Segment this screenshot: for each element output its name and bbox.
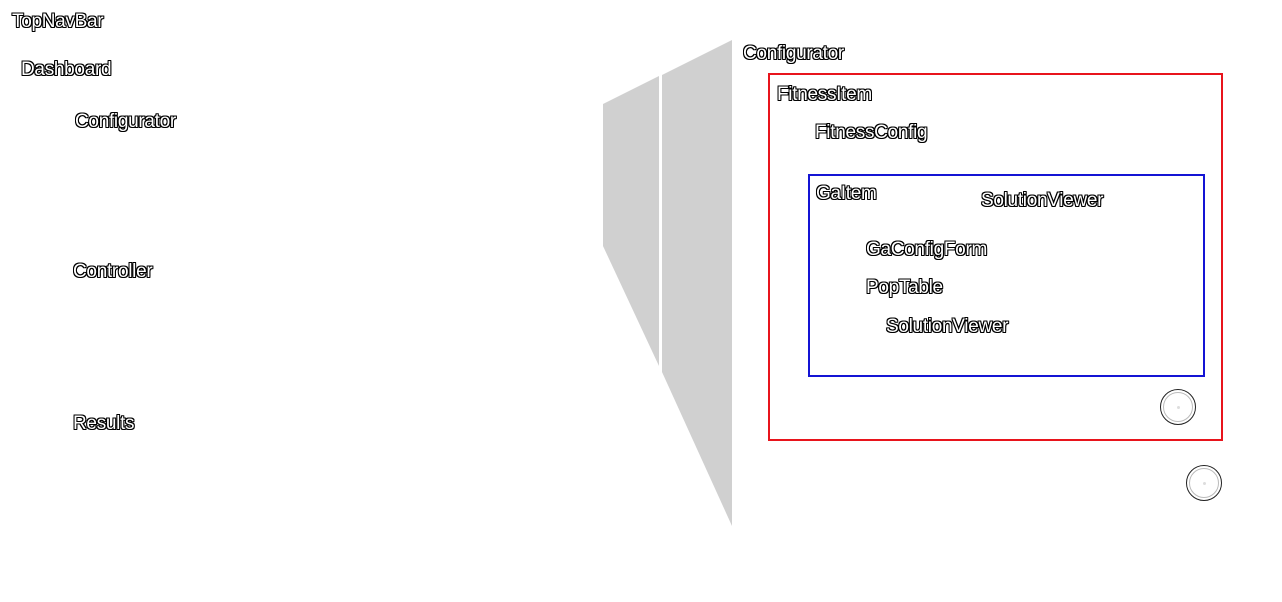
zoom-configurator-title: Configurator [743, 43, 844, 64]
circle-button-icon [1177, 406, 1180, 409]
solution-viewer-header-label: SolutionViewer [981, 190, 1104, 211]
configurator-label: Configurator [75, 111, 176, 132]
solution-viewer-label: SolutionViewer [886, 316, 1009, 337]
circle-button-icon [1203, 482, 1206, 485]
funnel-band-left [603, 76, 659, 366]
results-label: Results [73, 413, 135, 434]
controller-label: Controller [73, 261, 153, 282]
ga-config-form-label: GaConfigForm [866, 239, 987, 260]
fitness-item-label: FitnessItem [777, 84, 872, 105]
fitness-add-button[interactable] [1160, 389, 1196, 425]
pop-table-label: PopTable [866, 277, 943, 298]
top-nav-bar-label: TopNavBar [12, 11, 104, 32]
dashboard-label: Dashboard [21, 59, 112, 80]
ga-item-box [808, 174, 1205, 377]
fitness-item-box [768, 73, 1223, 441]
ga-item-label: GaItem [816, 183, 877, 204]
configurator-add-button[interactable] [1186, 465, 1222, 501]
funnel-band-right [662, 40, 732, 526]
fitness-config-label: FitnessConfig [815, 122, 928, 143]
